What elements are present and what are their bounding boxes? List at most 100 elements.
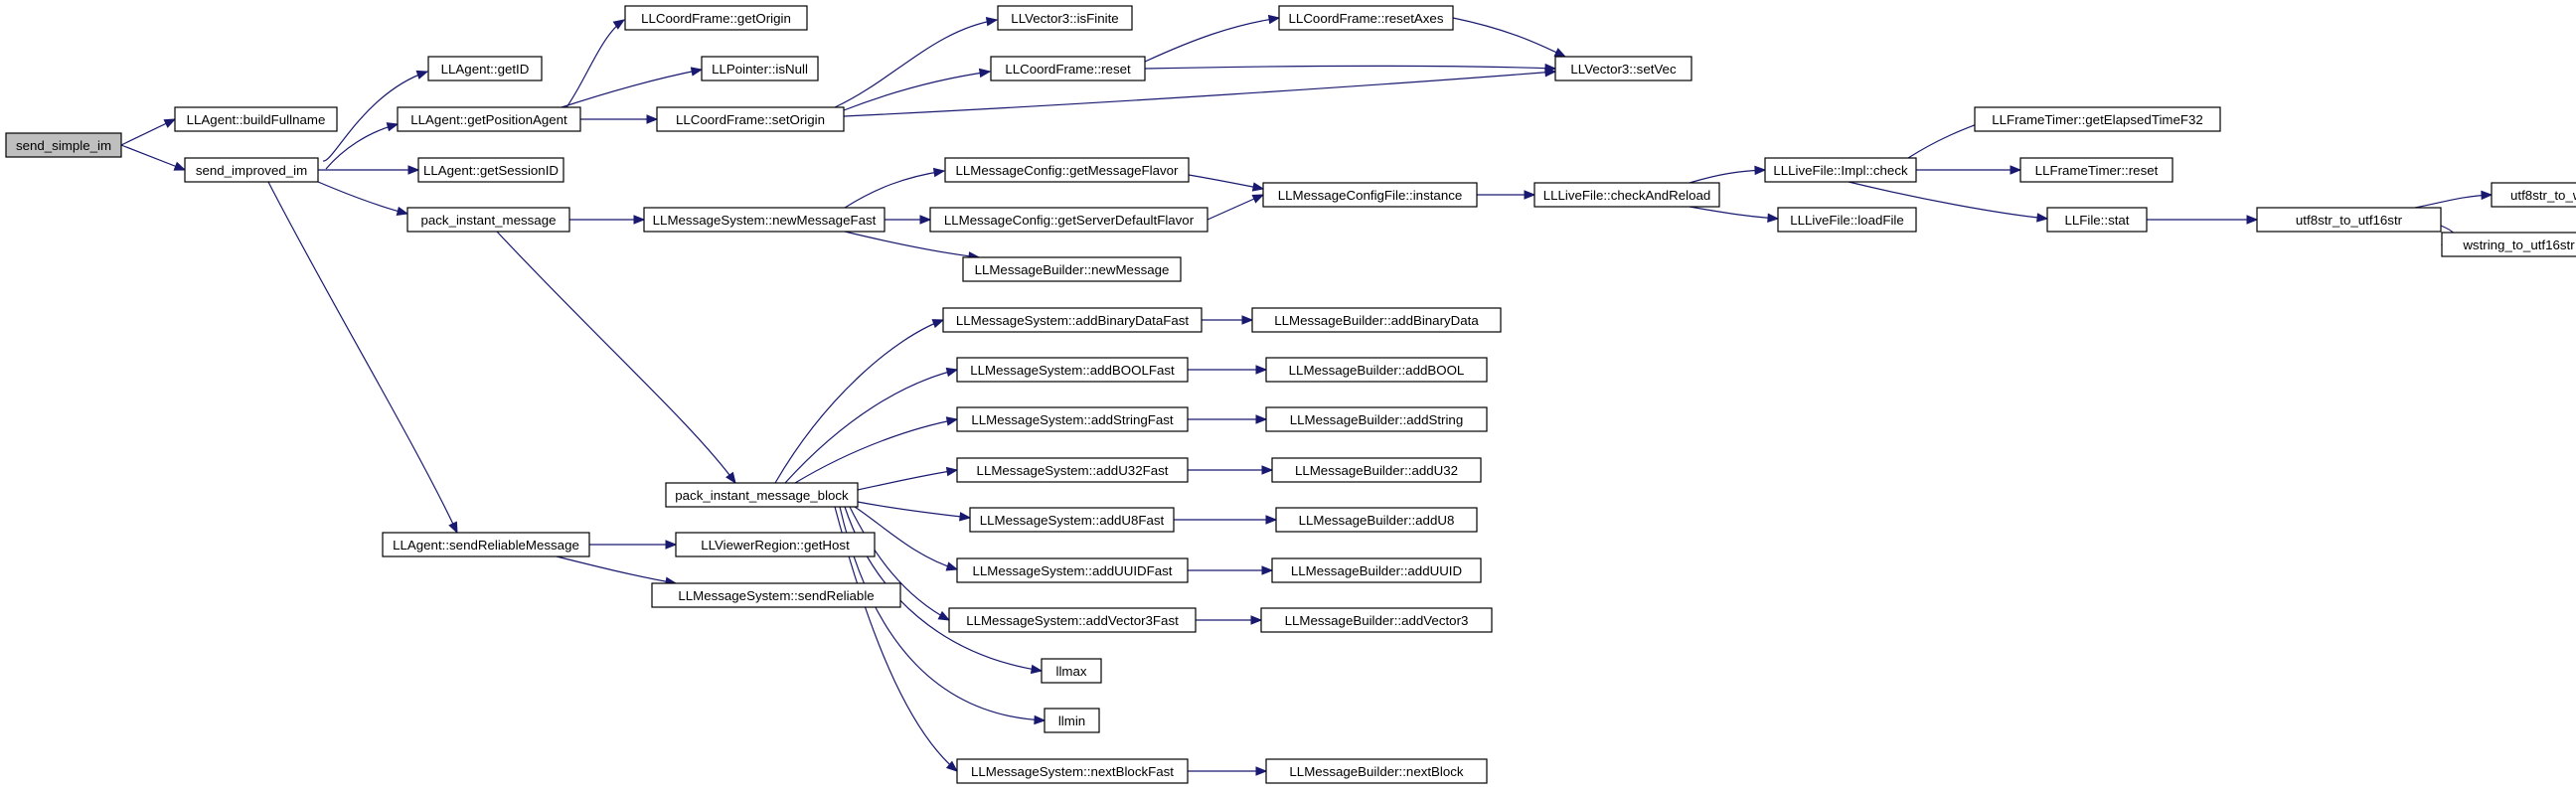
node-box	[174, 106, 338, 132]
node-llvector3-isfinite[interactable]: LLVector3::isFinite	[997, 5, 1133, 31]
node-llmessagebuilder-addbinarydata[interactable]: LLMessageBuilder::addBinaryData	[1251, 307, 1502, 333]
node-llmessagesystem-sendreliable[interactable]: LLMessageSystem::sendReliable	[651, 582, 901, 608]
edge-arrowhead	[1255, 766, 1268, 776]
node-llmessagebuilder-nextblock[interactable]: LLMessageBuilder::nextBlock	[1265, 758, 1488, 784]
edge-send-improved-im-to-llagent-getid	[322, 71, 428, 162]
node-llcoordframe-setorigin[interactable]: LLCoordFrame::setOrigin	[656, 106, 845, 132]
node-llagent-getpositionagent[interactable]: LLAgent::getPositionAgent	[397, 106, 581, 132]
edge-arrowhead	[1524, 190, 1536, 200]
node-label: LLMessageConfigFile::instance	[1278, 188, 1463, 203]
edge-arrowhead	[1255, 414, 1268, 424]
node-llpointer-isnull[interactable]: LLPointer::isNull	[701, 56, 819, 81]
node-lllivefile-loadfile[interactable]: LLLiveFile::loadFile	[1777, 207, 1917, 233]
node-label: LLMessageConfig::getServerDefaultFlavor	[944, 213, 1195, 228]
node-box	[397, 106, 581, 132]
node-llmessagebuilder-newmessage[interactable]: LLMessageBuilder::newMessage	[962, 256, 1182, 282]
node-box	[942, 307, 1203, 333]
node-label: LLMessageSystem::addBOOLFast	[970, 363, 1175, 378]
edge-arrowhead	[725, 471, 736, 485]
node-box	[944, 157, 1190, 183]
node-llcoordframe-getorigin[interactable]: LLCoordFrame::getOrigin	[624, 5, 808, 31]
node-label: LLAgent::buildFullname	[187, 112, 326, 127]
node-llmessagebuilder-addu8[interactable]: LLMessageBuilder::addU8	[1275, 507, 1478, 533]
edge-utf8str-to-utf16str-to-utf8str-to-wstring	[2414, 194, 2493, 209]
node-label: LLMessageBuilder::nextBlock	[1289, 764, 1464, 779]
node-llmessagesystem-addboolfast[interactable]: LLMessageSystem::addBOOLFast	[956, 357, 1189, 383]
node-llmessagesystem-nextblockfast[interactable]: LLMessageSystem::nextBlockFast	[956, 758, 1189, 784]
edge-lllivefile-checkandreload-to-lllivefile-loadfile	[1689, 206, 1779, 220]
node-box	[956, 406, 1189, 432]
node-llmessagebuilder-addstring[interactable]: LLMessageBuilder::addString	[1265, 406, 1488, 432]
node-label: LLAgent::getPositionAgent	[410, 112, 567, 127]
edge-arrowhead	[945, 367, 959, 378]
node-llmax[interactable]: llmax	[1041, 658, 1102, 684]
node-llmessagesystem-addvector3fast[interactable]: LLMessageSystem::addVector3Fast	[948, 607, 1197, 633]
node-llframetimer-getelapsedtimef32[interactable]: LLFrameTimer::getElapsedTimeF32	[1974, 106, 2221, 132]
edge-arrowhead	[396, 206, 409, 217]
node-llcoordframe-reset[interactable]: LLCoordFrame::reset	[990, 56, 1146, 81]
node-llagent-getsessionid[interactable]: LLAgent::getSessionID	[417, 157, 564, 183]
edge-pack-instant-message-block-to-llmessagesystem-addbinarydatafast	[774, 319, 944, 484]
call-graph-nodes: send_simple_im LLAgent::buildFullnamesend…	[5, 5, 2576, 784]
node-box	[382, 532, 590, 557]
node-lllivefile-impl-check[interactable]: LLLiveFile::Impl::check	[1764, 157, 1917, 183]
node-box	[656, 106, 845, 132]
node-llmessagebuilder-addu32[interactable]: LLMessageBuilder::addU32	[1271, 457, 1482, 483]
node-llmessagebuilder-adduuid[interactable]: LLMessageBuilder::addUUID	[1271, 557, 1482, 583]
node-llmessagebuilder-addbool[interactable]: LLMessageBuilder::addBOOL	[1265, 357, 1488, 383]
node-label: LLVector3::isFinite	[1011, 11, 1118, 26]
node-llagent-sendreliablemessage[interactable]: LLAgent::sendReliableMessage	[382, 532, 590, 557]
node-label: LLMessageConfig::getMessageFlavor	[956, 163, 1180, 178]
edge-arrowhead	[1030, 664, 1044, 675]
node-pack-instant-message-block[interactable]: pack_instant_message_block	[665, 482, 859, 508]
node-llcoordframe-resetaxes[interactable]: LLCoordFrame::resetAxes	[1278, 5, 1454, 31]
edge-arrowhead	[932, 167, 946, 178]
node-label: LLMessageBuilder::addBOOL	[1289, 363, 1465, 378]
edge-arrowhead	[633, 215, 646, 225]
node-box	[2491, 182, 2576, 208]
node-lllivefile-checkandreload[interactable]: LLLiveFile::checkAndReload	[1533, 182, 1720, 208]
node-llframetimer-reset[interactable]: LLFrameTimer::reset	[2019, 157, 2174, 183]
node-llmessageconfig-getmessageflavor[interactable]: LLMessageConfig::getMessageFlavor	[944, 157, 1190, 183]
node-llagent-getid[interactable]: LLAgent::getID	[427, 56, 543, 81]
node-llmessagebuilder-addvector3[interactable]: LLMessageBuilder::addVector3	[1260, 607, 1493, 633]
edge-send-improved-im-to-llagent-sendreliablemessage	[267, 181, 458, 534]
node-box	[990, 56, 1146, 81]
node-llmessageconfig-getserverdefaultflavor[interactable]: LLMessageConfig::getServerDefaultFlavor	[929, 207, 1208, 233]
edge-lllivefile-impl-check-to-llfile-stat	[1848, 181, 2048, 220]
node-llviewerregion-gethost[interactable]: LLViewerRegion::getHost	[675, 532, 876, 557]
node-llmessagesystem-addbinarydatafast[interactable]: LLMessageSystem::addBinaryDataFast	[942, 307, 1203, 333]
node-utf8str-to-wstring[interactable]: utf8str_to_wstring	[2491, 182, 2576, 208]
node-box	[1275, 507, 1478, 533]
node-wstring-to-utf16str[interactable]: wstring_to_utf16str	[2441, 232, 2576, 257]
node-llmessageconfigfile-instance[interactable]: LLMessageConfigFile::instance	[1262, 182, 1478, 208]
node-pack-instant-message[interactable]: pack_instant_message	[406, 207, 570, 233]
node-llmessagesystem-addstringfast[interactable]: LLMessageSystem::addStringFast	[956, 406, 1189, 432]
node-utf8str-to-utf16str[interactable]: utf8str_to_utf16str	[2256, 207, 2442, 233]
node-llmessagesystem-newmessagefast[interactable]: LLMessageSystem::newMessageFast	[643, 207, 886, 233]
edge-llmessagesystem-newmessagefast-to-llmessageconfig-getmessageflavor	[844, 170, 945, 209]
node-llmessagesystem-addu8fast[interactable]: LLMessageSystem::addU8Fast	[969, 507, 1175, 533]
node-box	[962, 256, 1182, 282]
edge-arrowhead	[1241, 315, 1254, 325]
edge-lllivefile-checkandreload-to-lllivefile-impl-check	[1689, 169, 1766, 184]
node-box	[1777, 207, 1917, 233]
edge-arrowhead	[690, 67, 704, 77]
node-label: send_simple_im	[16, 138, 111, 153]
node-llmessagesystem-addu32fast[interactable]: LLMessageSystem::addU32Fast	[956, 457, 1189, 483]
node-send-improved-im[interactable]: send_improved_im	[184, 157, 319, 183]
edge-arrowhead	[1255, 365, 1268, 375]
node-llmessagesystem-adduuidfast[interactable]: LLMessageSystem::addUUIDFast	[956, 557, 1189, 583]
edge-arrowhead	[415, 70, 429, 79]
edge-arrowhead	[646, 114, 659, 124]
node-label: LLLiveFile::Impl::check	[1773, 163, 1908, 178]
node-send-simple-im[interactable]: send_simple_im	[5, 132, 122, 158]
node-label: utf8str_to_utf16str	[2296, 213, 2403, 228]
node-llagent-buildfullname[interactable]: LLAgent::buildFullname	[174, 106, 338, 132]
edge-arrowhead	[1261, 565, 1274, 575]
node-llfile-stat[interactable]: LLFile::stat	[2046, 207, 2148, 233]
node-llmin[interactable]: llmin	[1044, 708, 1100, 733]
node-label: LLVector3::setVec	[1570, 62, 1677, 77]
node-llvector3-setvec[interactable]: LLVector3::setVec	[1554, 56, 1692, 81]
node-box	[184, 157, 319, 183]
